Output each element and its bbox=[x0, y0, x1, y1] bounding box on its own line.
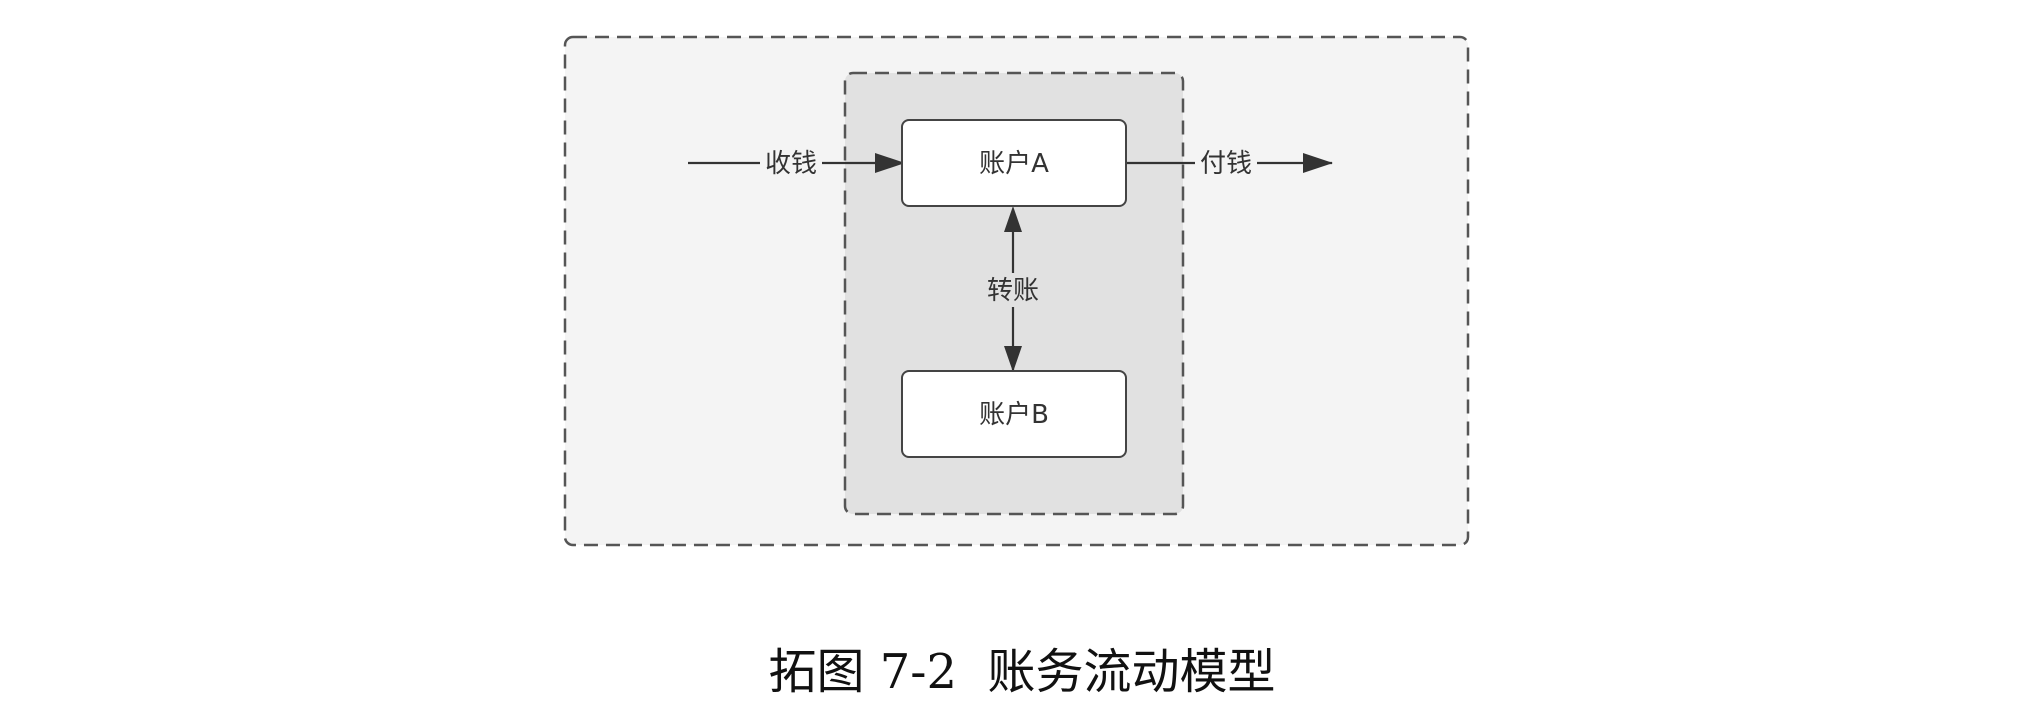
transfer-edge: 转账 bbox=[983, 206, 1043, 372]
figure-caption: 拓图 7-2 账务流动模型 bbox=[768, 644, 1276, 700]
pay-edge-label: 付钱 bbox=[1200, 149, 1252, 179]
pay-edge: 付钱 bbox=[1127, 146, 1333, 180]
receive-edge-label: 收钱 bbox=[765, 149, 817, 179]
account-a-node: 账户A bbox=[901, 119, 1127, 207]
receive-edge: 收钱 bbox=[688, 146, 905, 180]
account-b-node: 账户B bbox=[901, 370, 1127, 458]
account-b-label: 账户B bbox=[979, 400, 1049, 430]
transfer-edge-label: 转账 bbox=[987, 276, 1039, 306]
account-a-label: 账户A bbox=[979, 149, 1049, 179]
